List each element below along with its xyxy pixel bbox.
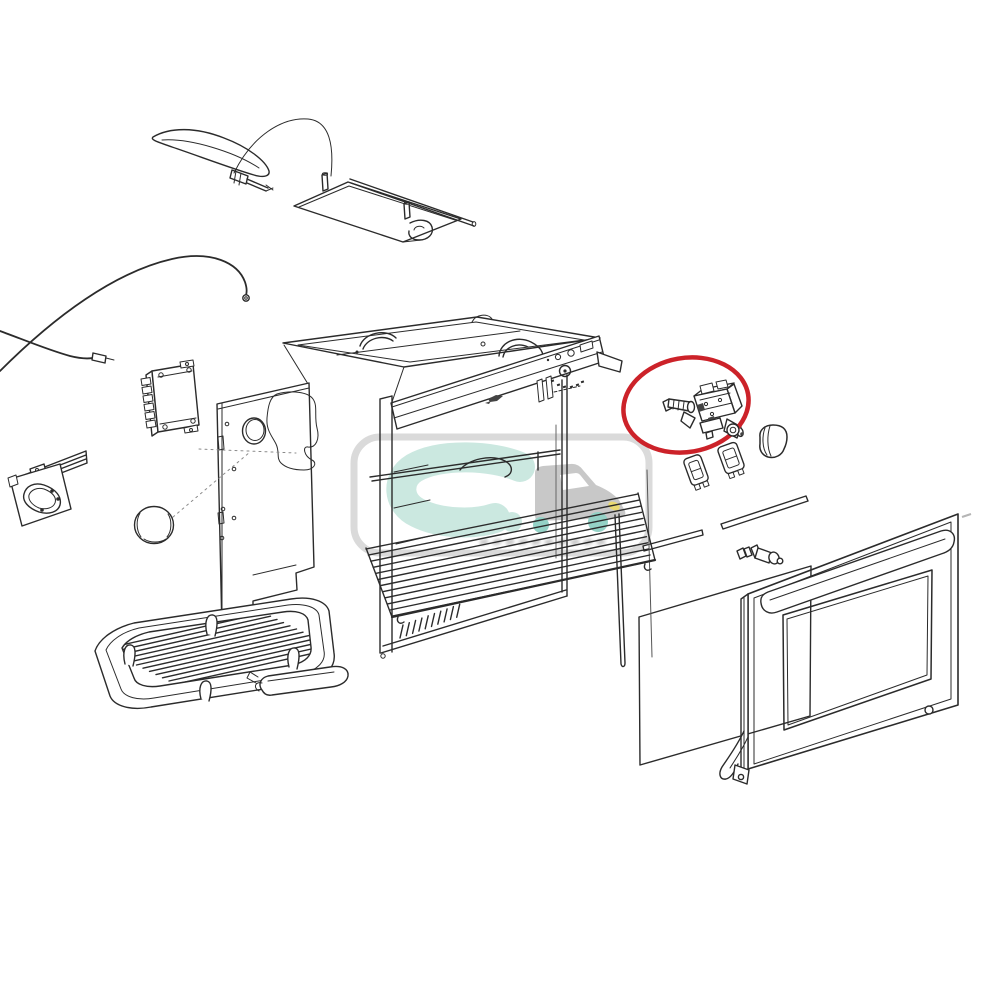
watermark-swoosh (386, 442, 535, 538)
inner-door-glass (638, 565, 812, 766)
control-knob (759, 424, 788, 459)
rocker-switch-small (683, 454, 710, 491)
panel-hole (241, 417, 267, 445)
watermark-border (350, 433, 653, 557)
fascia-logo-mark (488, 395, 503, 402)
door-hinge-pin (736, 544, 784, 565)
door-handle (760, 529, 956, 614)
blanking-cap (133, 448, 297, 545)
watermark-dot (502, 512, 522, 532)
fascia-knob-boss (558, 364, 572, 378)
vent-slots (399, 603, 461, 639)
door-latch (7, 450, 88, 527)
door-foot (924, 705, 934, 715)
ht-lead (233, 118, 333, 177)
spark-generator-terminals (140, 377, 157, 429)
door-hinge (719, 730, 750, 785)
door-trim-strips (642, 495, 809, 552)
fascia-side-ledge (596, 351, 623, 373)
rocker-switch-large (717, 441, 745, 480)
door-assembly (719, 513, 959, 785)
door-window (782, 569, 933, 731)
fixing-nut (726, 423, 740, 437)
grill-burner (151, 118, 333, 192)
oven-cabinet (282, 314, 657, 659)
ignition-electrode (229, 169, 274, 192)
watermark-motorhome-silhouette (535, 463, 626, 521)
fascia-switch-slots (536, 375, 554, 403)
trivet-uprights (123, 614, 300, 702)
pan-handle (246, 665, 349, 696)
thermocouple-leads (0, 255, 250, 372)
grill-pan (94, 597, 349, 710)
shelf-support-rods (614, 469, 653, 668)
pan-trivet (122, 612, 312, 685)
oven-shelf (365, 449, 657, 624)
control-fascia (390, 335, 623, 430)
leader-dotted-line (172, 448, 297, 518)
gas-control-valve (662, 379, 744, 440)
watermark-headlight (608, 501, 620, 511)
cabinet-front (379, 374, 568, 659)
burner-deflector-plate (293, 172, 477, 243)
spark-generator (140, 359, 200, 437)
shelf-front-bar (390, 558, 657, 619)
stray-mark (961, 513, 972, 518)
panel-liner-outline (266, 391, 319, 471)
site-watermark-logo (350, 433, 653, 557)
red-highlight-ellipse (621, 355, 751, 455)
fascia-dial-ticks (550, 379, 585, 389)
side-panel (216, 382, 319, 632)
